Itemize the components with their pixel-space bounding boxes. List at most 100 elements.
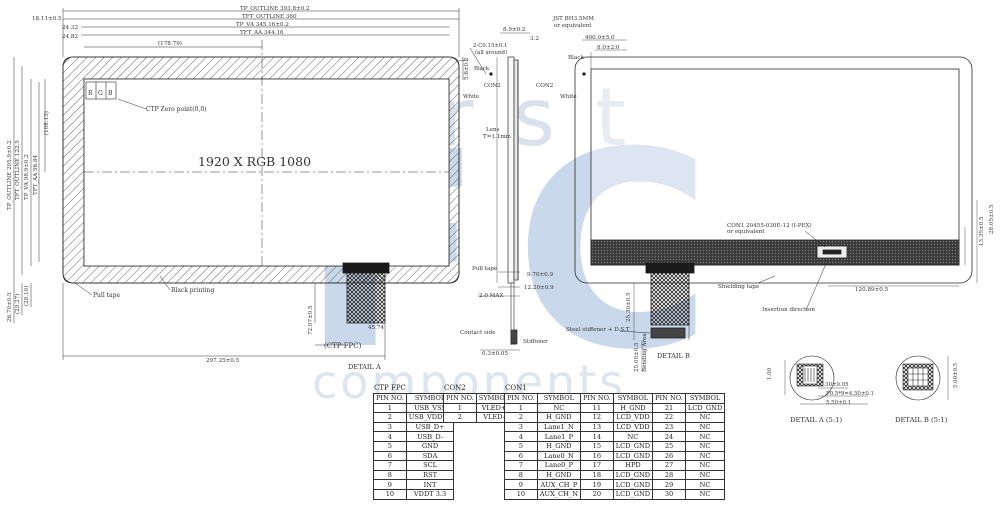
table-cell: 2	[443, 412, 477, 423]
table-cell: 5	[504, 440, 538, 452]
insertion-direction-label: Insertion direction	[762, 307, 815, 313]
ctp-fpc-label: (CTP FPC)	[324, 342, 362, 350]
table-cell: 24	[652, 431, 686, 442]
table-cell: NC	[684, 440, 726, 452]
table-cell: LCD_GND	[612, 469, 654, 481]
detail-b-scale-label: DETAIL B (5:1)	[895, 416, 948, 424]
table-cell: NC	[684, 460, 726, 471]
or-equivalent-label-2: or equivalent	[727, 229, 765, 235]
table-cell: 27	[652, 460, 686, 471]
table-cell: H_GND	[536, 412, 581, 423]
dim-5-6: 5.6±0.2	[464, 57, 470, 80]
lens-thk-label: T=1.1mm	[483, 134, 512, 140]
active-area	[83, 78, 450, 267]
con2-label-2: CON2	[536, 83, 554, 89]
table-cell: NC	[684, 421, 726, 433]
table-cell: SCL	[405, 460, 455, 471]
dim-p0-5: P0.5*9=4.50±0.1	[826, 391, 874, 397]
dim-18-11: 18.11±0.5	[32, 16, 62, 22]
table-cell: 10	[504, 488, 538, 500]
table-cell: 7	[504, 460, 538, 471]
dim-9-70: 9.70±0.9	[527, 272, 553, 278]
table-cell: 6	[373, 450, 407, 462]
con1-pin-table: PIN NO. SYMBOL PIN NO. SYMBOL PIN NO. SY…	[504, 393, 726, 500]
table-cell: 16	[579, 450, 614, 462]
table-cell: SDA	[405, 450, 455, 462]
dim-0-3: 0.3±0.05	[482, 351, 508, 357]
table-cell: 9	[373, 479, 407, 490]
table-cell: USB_D+	[405, 421, 455, 433]
front-dimensions	[13, 8, 464, 360]
table-cell: NC	[684, 412, 726, 423]
dim-3-2: 3.2	[530, 36, 539, 42]
front-view	[62, 40, 460, 324]
white-label-1: White	[463, 94, 479, 100]
table-cell: 28	[652, 469, 686, 481]
table-cell: NC	[684, 488, 726, 500]
back-tft-module	[590, 68, 960, 266]
table-cell: 7	[373, 460, 407, 471]
table-cell: NC	[684, 479, 726, 490]
steel-stiffener-label: Steel stiffener + D.S.T	[566, 327, 630, 333]
table-cell: 19	[579, 479, 614, 490]
dim-28-10: (28.10)	[23, 286, 30, 306]
detail-b-label: DETAIL B	[657, 352, 690, 360]
table-cell: NC	[684, 431, 726, 442]
dim-5-00-detail: 5.00±0.5	[953, 362, 959, 388]
table-cell: 30	[652, 488, 686, 500]
table-cell: VDDT 3.3	[405, 488, 455, 500]
dim-72-07: 72.07±0.5	[308, 305, 314, 335]
table-cell: 13	[579, 421, 614, 433]
table-cell: 1	[373, 402, 407, 414]
fpc-label-45: 45.74	[368, 325, 384, 331]
table-cell: 26	[652, 450, 686, 462]
detail-a-drawing	[784, 355, 868, 405]
table-cell: 12	[579, 412, 614, 423]
shielding-tape-label: Shielding tape	[718, 284, 760, 290]
detail-a-label: DETAIL A	[348, 363, 381, 371]
dim-24-32: 24.32	[62, 25, 78, 31]
dim-29-27: (29.27)	[14, 294, 21, 314]
dim-5-50: 5.50±0.1	[826, 400, 851, 406]
table-cell: AUX_CH_P	[536, 479, 581, 490]
b-label: B	[108, 90, 113, 97]
dim-8-0: 8.0±2.0	[597, 45, 620, 51]
table-cell: 23	[652, 421, 686, 433]
table-cell: 18	[579, 469, 614, 481]
table-header: SYMBOL	[684, 393, 726, 404]
table-cell: 1	[443, 402, 477, 414]
dim-tp-va-h: TP_VA 98.9±0.2	[24, 154, 30, 200]
table-cell: Lane0_N	[536, 450, 581, 462]
table-cell: 10	[373, 488, 407, 500]
dim-2-0max: 2.0 MAX	[479, 293, 503, 299]
all-around-label: (all around)	[475, 49, 507, 56]
table-cell: 4	[504, 431, 538, 442]
table-cell: AUX_CH_N	[536, 488, 581, 500]
table-cell: INT	[405, 479, 455, 490]
back-tp-outline	[574, 56, 973, 284]
table-cell: HPD	[612, 460, 654, 471]
pull-tape-label-2: Pull tape	[472, 266, 498, 272]
dim-tp-outline-h: TP_OUTLINE 205.9±0.2	[7, 140, 13, 210]
table-cell: 2	[373, 412, 407, 423]
table-cell: LCD_GND	[612, 479, 654, 490]
table-cell: 8	[504, 469, 538, 481]
table-cell: 22	[652, 412, 686, 423]
dim-25-00: 25.00±0.5	[634, 342, 640, 372]
table-cell: NC	[684, 450, 726, 462]
back-view	[574, 39, 978, 372]
dim-tp-outline-w: TP_OUTLINE 393.8±0.2	[240, 6, 310, 12]
table-cell: LCD_GND	[612, 440, 654, 452]
